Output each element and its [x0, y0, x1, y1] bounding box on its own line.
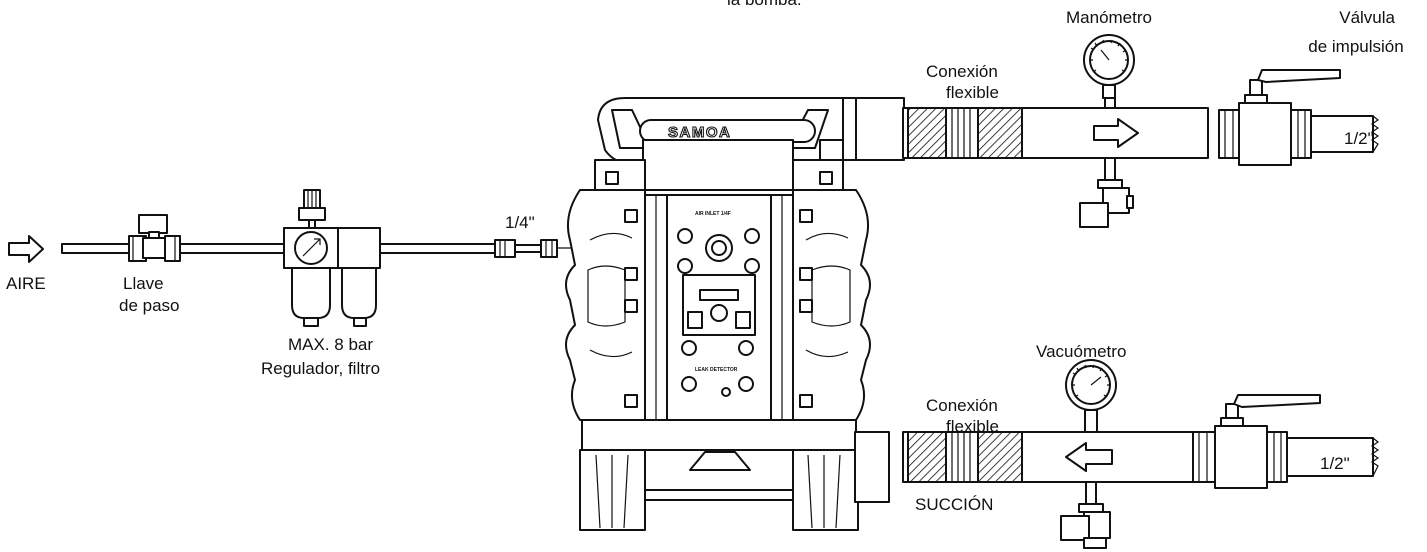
pump-brand-logo: SAMOA	[668, 124, 731, 141]
label-regulador: Regulador, filtro	[261, 359, 380, 378]
label-valvula-2: de impulsión	[1308, 37, 1403, 56]
pump-leak-detector-text: LEAK DETECTOR	[695, 367, 738, 373]
label-conexion-bottom-2: flexible	[946, 417, 999, 436]
air-hose-3	[379, 243, 496, 254]
air-hose-2	[179, 243, 285, 254]
label-manometro: Manómetro	[1066, 8, 1152, 27]
pump-air-inlet-text: AIR INLET 1/4F	[695, 211, 731, 217]
label-succion: SUCCIÓN	[915, 495, 993, 514]
label-max-bar: MAX. 8 bar	[288, 335, 373, 354]
label-half-inch-bottom: 1/2"	[1320, 454, 1350, 473]
suction-valve	[1192, 394, 1380, 489]
label-conexion-top-1: Conexión	[926, 62, 998, 81]
label-conexion-bottom-1: Conexión	[926, 396, 998, 415]
caption-top-cut: la bomba.	[727, 0, 802, 9]
air-inlet-arrow-icon	[8, 235, 44, 263]
label-aire: AIRE	[6, 274, 46, 293]
label-llave-1: Llave	[123, 274, 164, 293]
diaphragm-pump: SAMOA AIR INLET 1/4F LEAK DET	[565, 97, 905, 531]
label-vacuometro: Vacuómetro	[1036, 342, 1126, 361]
filter-regulator	[283, 189, 381, 327]
manometer-gauge-icon	[1083, 34, 1135, 99]
label-valvula-1: Válvula	[1339, 8, 1395, 27]
label-half-inch-top: 1/2"	[1344, 129, 1374, 148]
discharge-valve	[1218, 69, 1380, 166]
arrow-right-icon	[1093, 118, 1139, 148]
air-hose	[61, 243, 135, 254]
discharge-line	[902, 97, 1209, 228]
label-llave-2: de paso	[119, 296, 180, 315]
suction-line	[902, 431, 1194, 549]
label-quarter-inch: 1/4"	[505, 213, 535, 232]
arrow-left-icon	[1065, 442, 1113, 472]
label-conexion-top-2: flexible	[946, 83, 999, 102]
vacuometer-gauge-icon	[1065, 359, 1117, 433]
shutoff-valve	[128, 214, 181, 262]
